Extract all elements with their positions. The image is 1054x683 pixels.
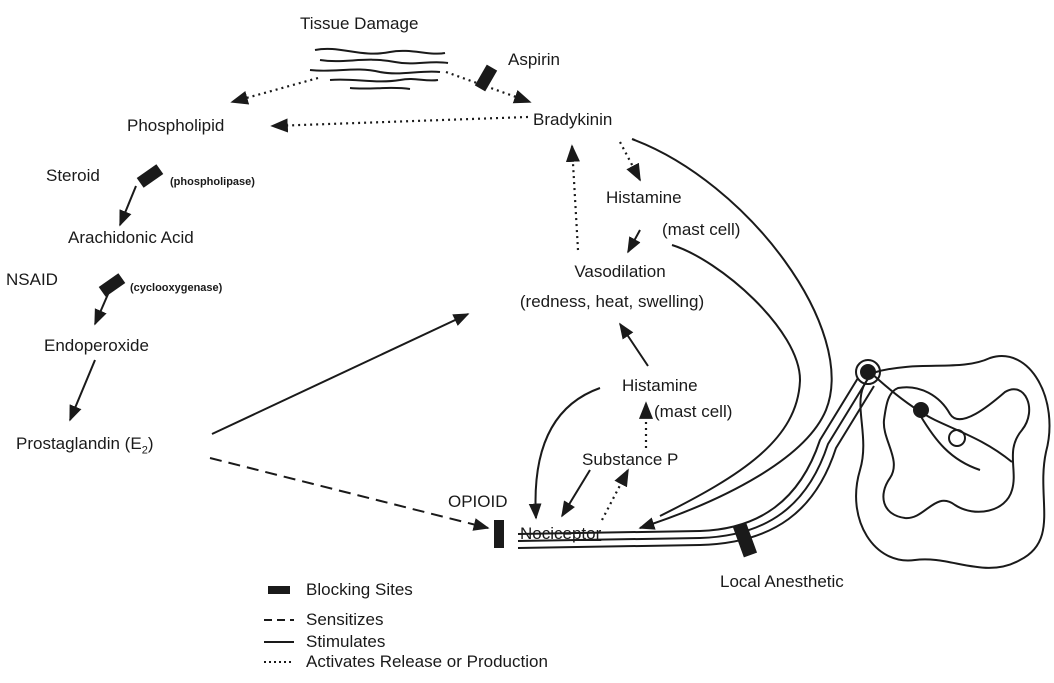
nociceptor-label: Nociceptor [520,524,601,544]
opioid-label: OPIOID [448,492,508,512]
arrow-tissue-to-phospholipid [232,78,318,102]
mast-cell-bottom-label: (mast cell) [654,402,732,422]
prostaglandin-name: Prostaglandin (E [16,434,142,453]
legend-sensitizes: Sensitizes [306,610,383,630]
vasodilation-label: Vasodilation [574,262,665,282]
arrow-prostaglandin-to-vasodilation [212,314,468,434]
arrow-prostaglandin-sensitizes-nociceptor [210,458,488,528]
aspirin-block-icon [475,65,497,92]
local-anesthetic-label: Local Anesthetic [720,572,844,592]
arrow-substancep-to-nociceptor [562,470,590,516]
bradykinin-label: Bradykinin [533,110,612,130]
arrow-endoperoxide-to-prostaglandin [70,360,95,420]
arrow-histamine-bottom-to-vasodilation [620,324,648,366]
arrow-steroid-to-arachidonic [120,186,136,225]
phospholipid-label: Phospholipid [127,116,224,136]
arachidonic-acid-label: Arachidonic Acid [68,228,194,248]
histamine-top-label: Histamine [606,188,682,208]
spinal-cord-icon [856,356,1049,568]
histamine-bottom-label: Histamine [622,376,698,396]
prostaglandin-close: ) [148,434,154,453]
steroid-label: Steroid [46,166,100,186]
legend-symbols [264,586,294,662]
tissue-damage-label: Tissue Damage [300,14,418,34]
legend-blocking-sites: Blocking Sites [306,580,413,600]
arrow-bradykinin-to-histamine [620,142,640,180]
substance-p-label: Substance P [582,450,678,470]
legend-stimulates: Stimulates [306,632,385,652]
mast-cell-top-label: (mast cell) [662,220,740,240]
nsaid-label: NSAID [6,270,58,290]
prostaglandin-label: Prostaglandin (E2) [16,434,153,460]
opioid-block-icon [494,520,504,548]
legend-activates: Activates Release or Production [306,652,548,672]
arrow-bradykinin-to-phospholipid [272,117,528,126]
cyclooxygenase-label: (cyclooxygenase) [130,278,222,298]
arrow-nociceptor-to-substancep [602,470,628,520]
aspirin-label: Aspirin [508,50,560,70]
endoperoxide-label: Endoperoxide [44,336,149,356]
arrow-vasodilation-to-bradykinin [572,146,578,250]
nsaid-block-icon [99,273,126,297]
tissue-damage-icon [310,49,448,89]
legend-blocking-symbol [268,586,290,594]
arrow-histamine-to-vasodilation [628,230,640,252]
steroid-block-icon [137,164,164,188]
phospholipase-label: (phospholipase) [170,172,255,192]
vasodilation-detail-label: (redness, heat, swelling) [520,292,704,312]
